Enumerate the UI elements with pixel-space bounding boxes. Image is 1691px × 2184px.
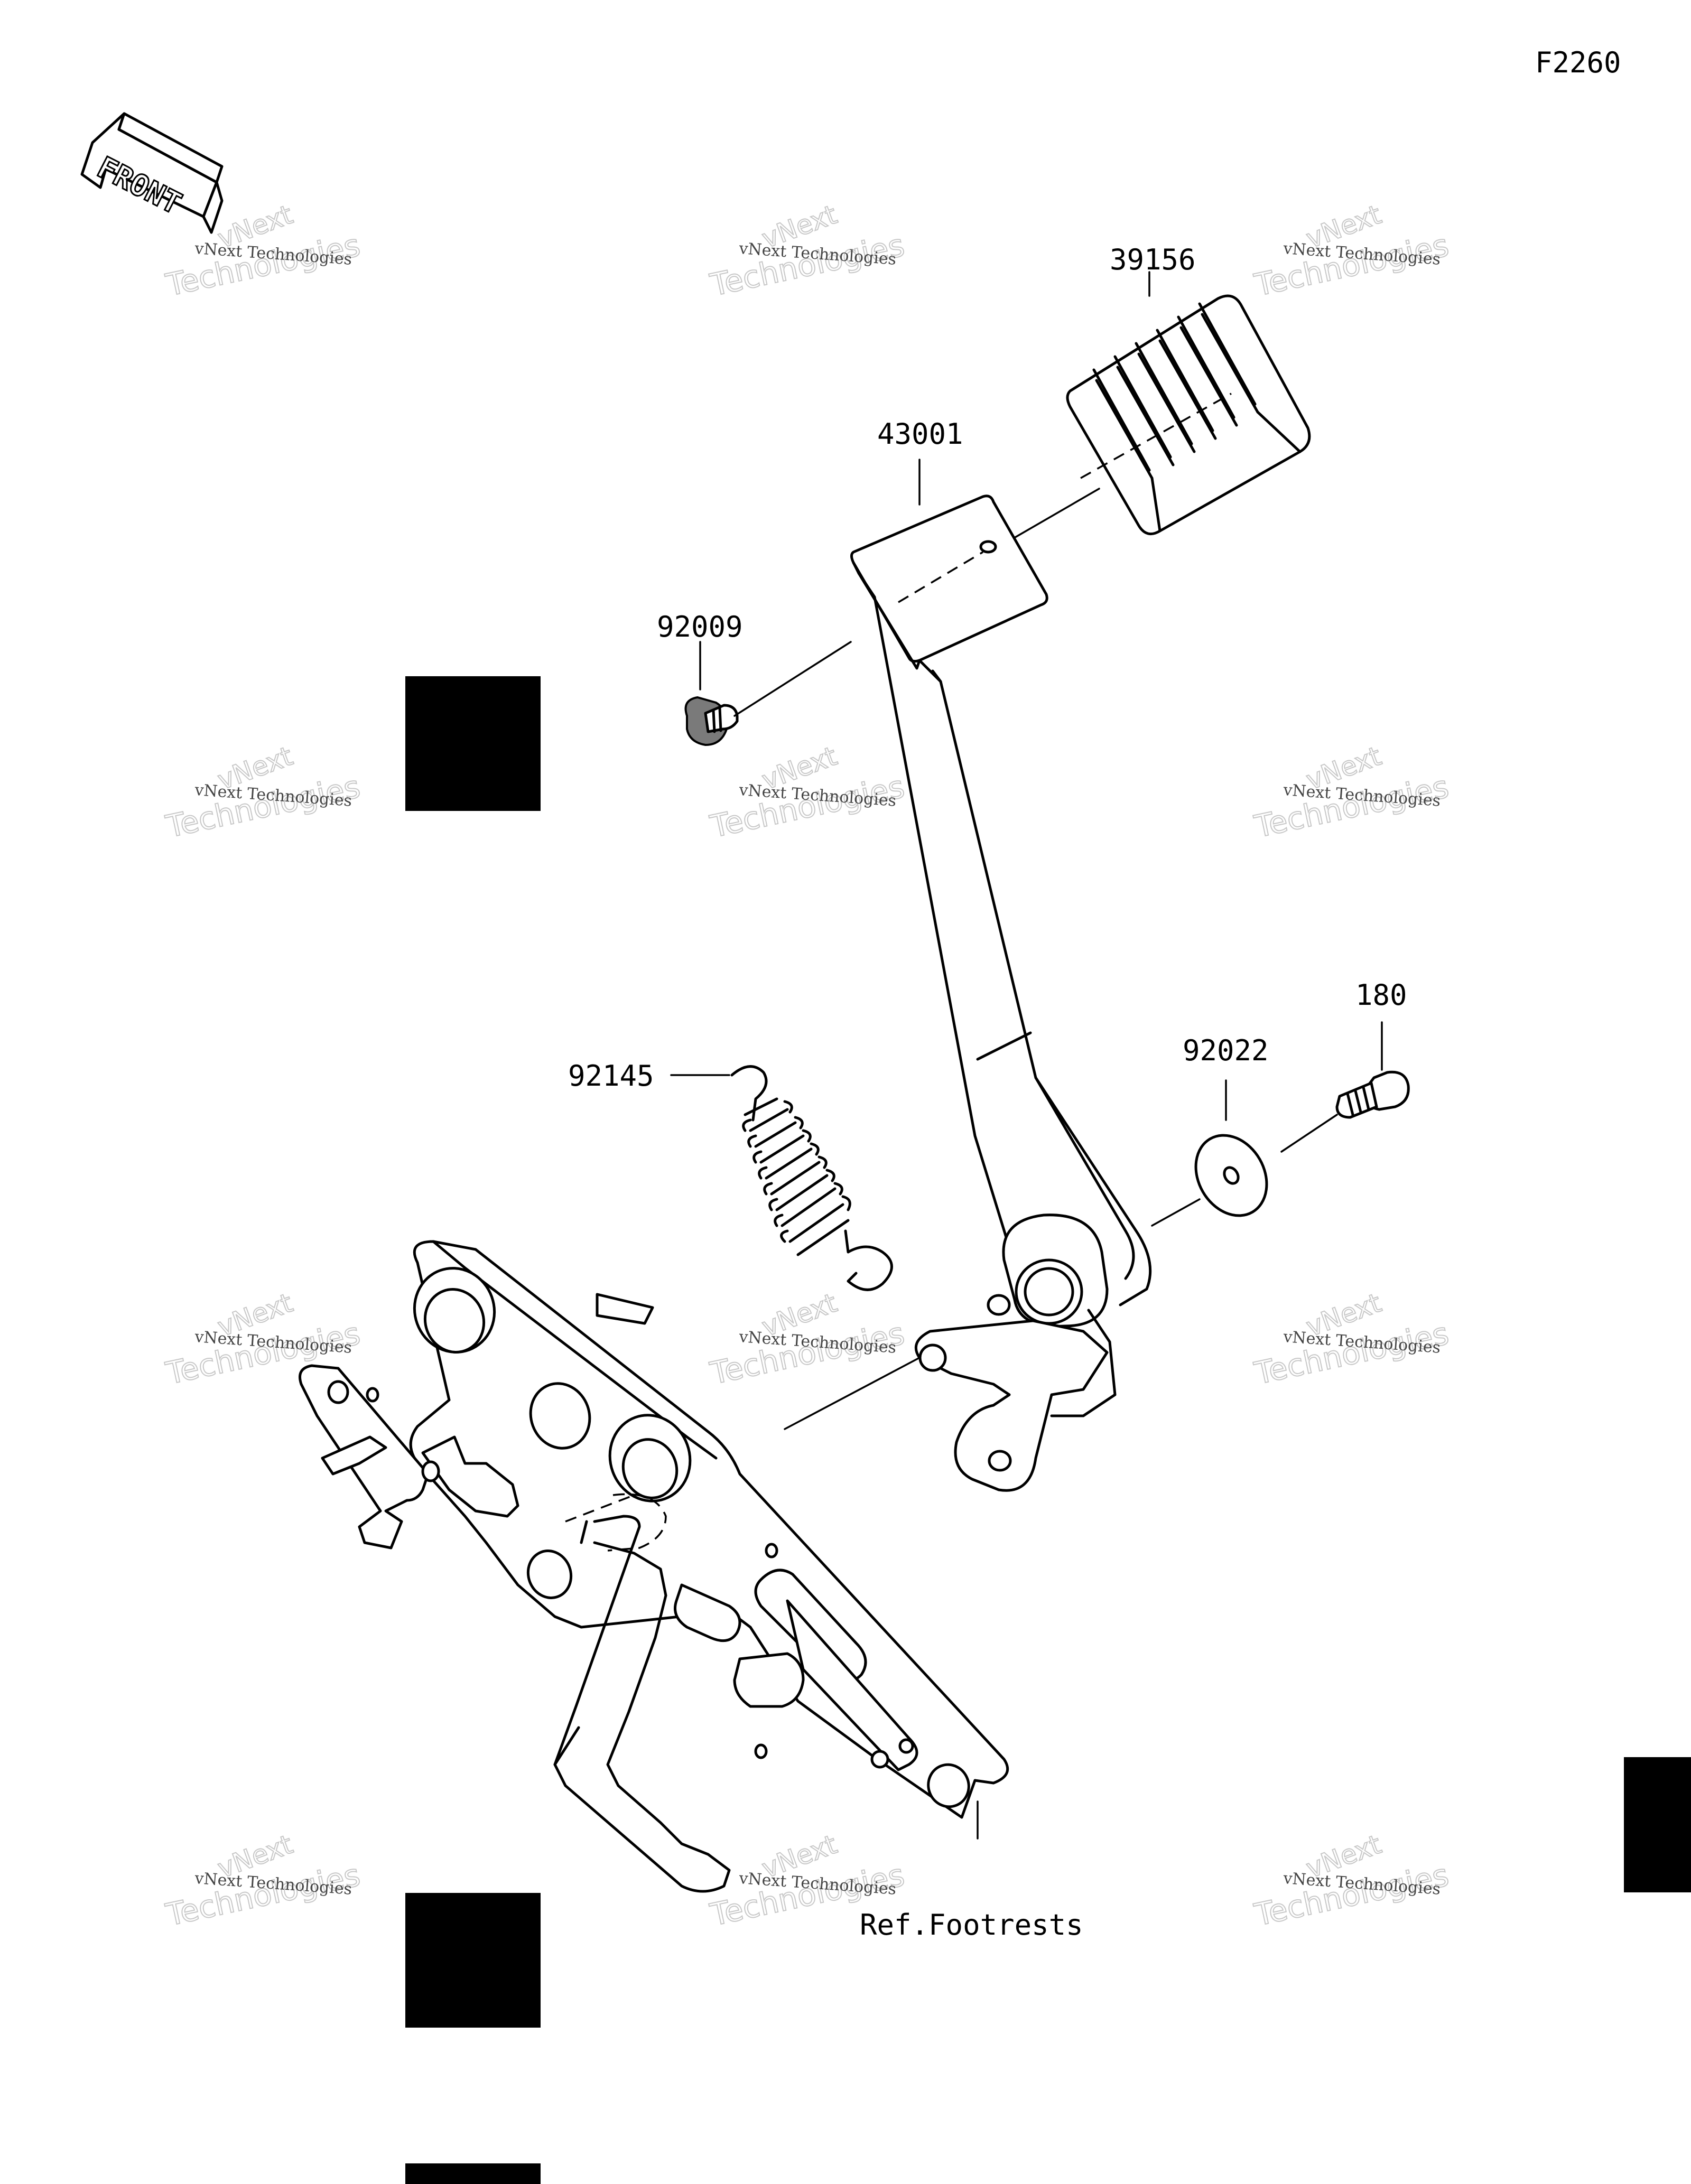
bolt-180 bbox=[1280, 1021, 1410, 1153]
assembly-line bbox=[998, 488, 1100, 548]
watermark: vNext Technologies vNext Technologies bbox=[707, 1287, 908, 1392]
pedal-rubber-pad bbox=[1066, 271, 1311, 536]
reference-footrests: Ref.Footrests bbox=[860, 1908, 1083, 1942]
index-tab bbox=[1624, 1757, 1691, 1892]
part-number-180: 180 bbox=[1355, 978, 1407, 1012]
footrest-bracket bbox=[299, 1240, 1009, 1893]
watermark: vNext Technologies vNext Technologies bbox=[707, 740, 908, 845]
part-number-92009: 92009 bbox=[657, 610, 743, 643]
index-tab bbox=[405, 1893, 541, 2028]
watermark: vNext Technologies vNext Technologies bbox=[1251, 740, 1453, 845]
watermark: vNext Technologies vNext Technologies bbox=[162, 1828, 364, 1934]
bolt-92009 bbox=[684, 641, 852, 746]
part-number-92145: 92145 bbox=[568, 1059, 654, 1093]
washer-92022 bbox=[1151, 1079, 1268, 1227]
watermark: vNext Technologies vNext Technologies bbox=[162, 740, 364, 845]
watermark: vNext Technologies vNext Technologies bbox=[1251, 1828, 1453, 1934]
index-tab bbox=[405, 2163, 541, 2184]
return-spring-92145 bbox=[670, 1065, 893, 1291]
assembly-line bbox=[784, 1357, 921, 1430]
part-number-92022: 92022 bbox=[1183, 1034, 1269, 1067]
watermark: vNext Technologies vNext Technologies bbox=[162, 199, 364, 304]
part-number-43001: 43001 bbox=[877, 417, 963, 451]
index-tab bbox=[405, 676, 541, 811]
watermark: vNext Technologies vNext Technologies bbox=[1251, 1287, 1453, 1392]
part-number-39156: 39156 bbox=[1110, 243, 1196, 276]
brake-pedal-lever bbox=[850, 459, 1152, 1306]
figure-code: F2260 bbox=[1535, 46, 1621, 79]
pedal-pivot-boss bbox=[914, 1214, 1117, 1492]
watermark: vNext Technologies vNext Technologies bbox=[707, 199, 908, 304]
watermark: vNext Technologies vNext Technologies bbox=[1251, 199, 1453, 304]
front-arrow-icon: FRONT bbox=[80, 112, 224, 234]
